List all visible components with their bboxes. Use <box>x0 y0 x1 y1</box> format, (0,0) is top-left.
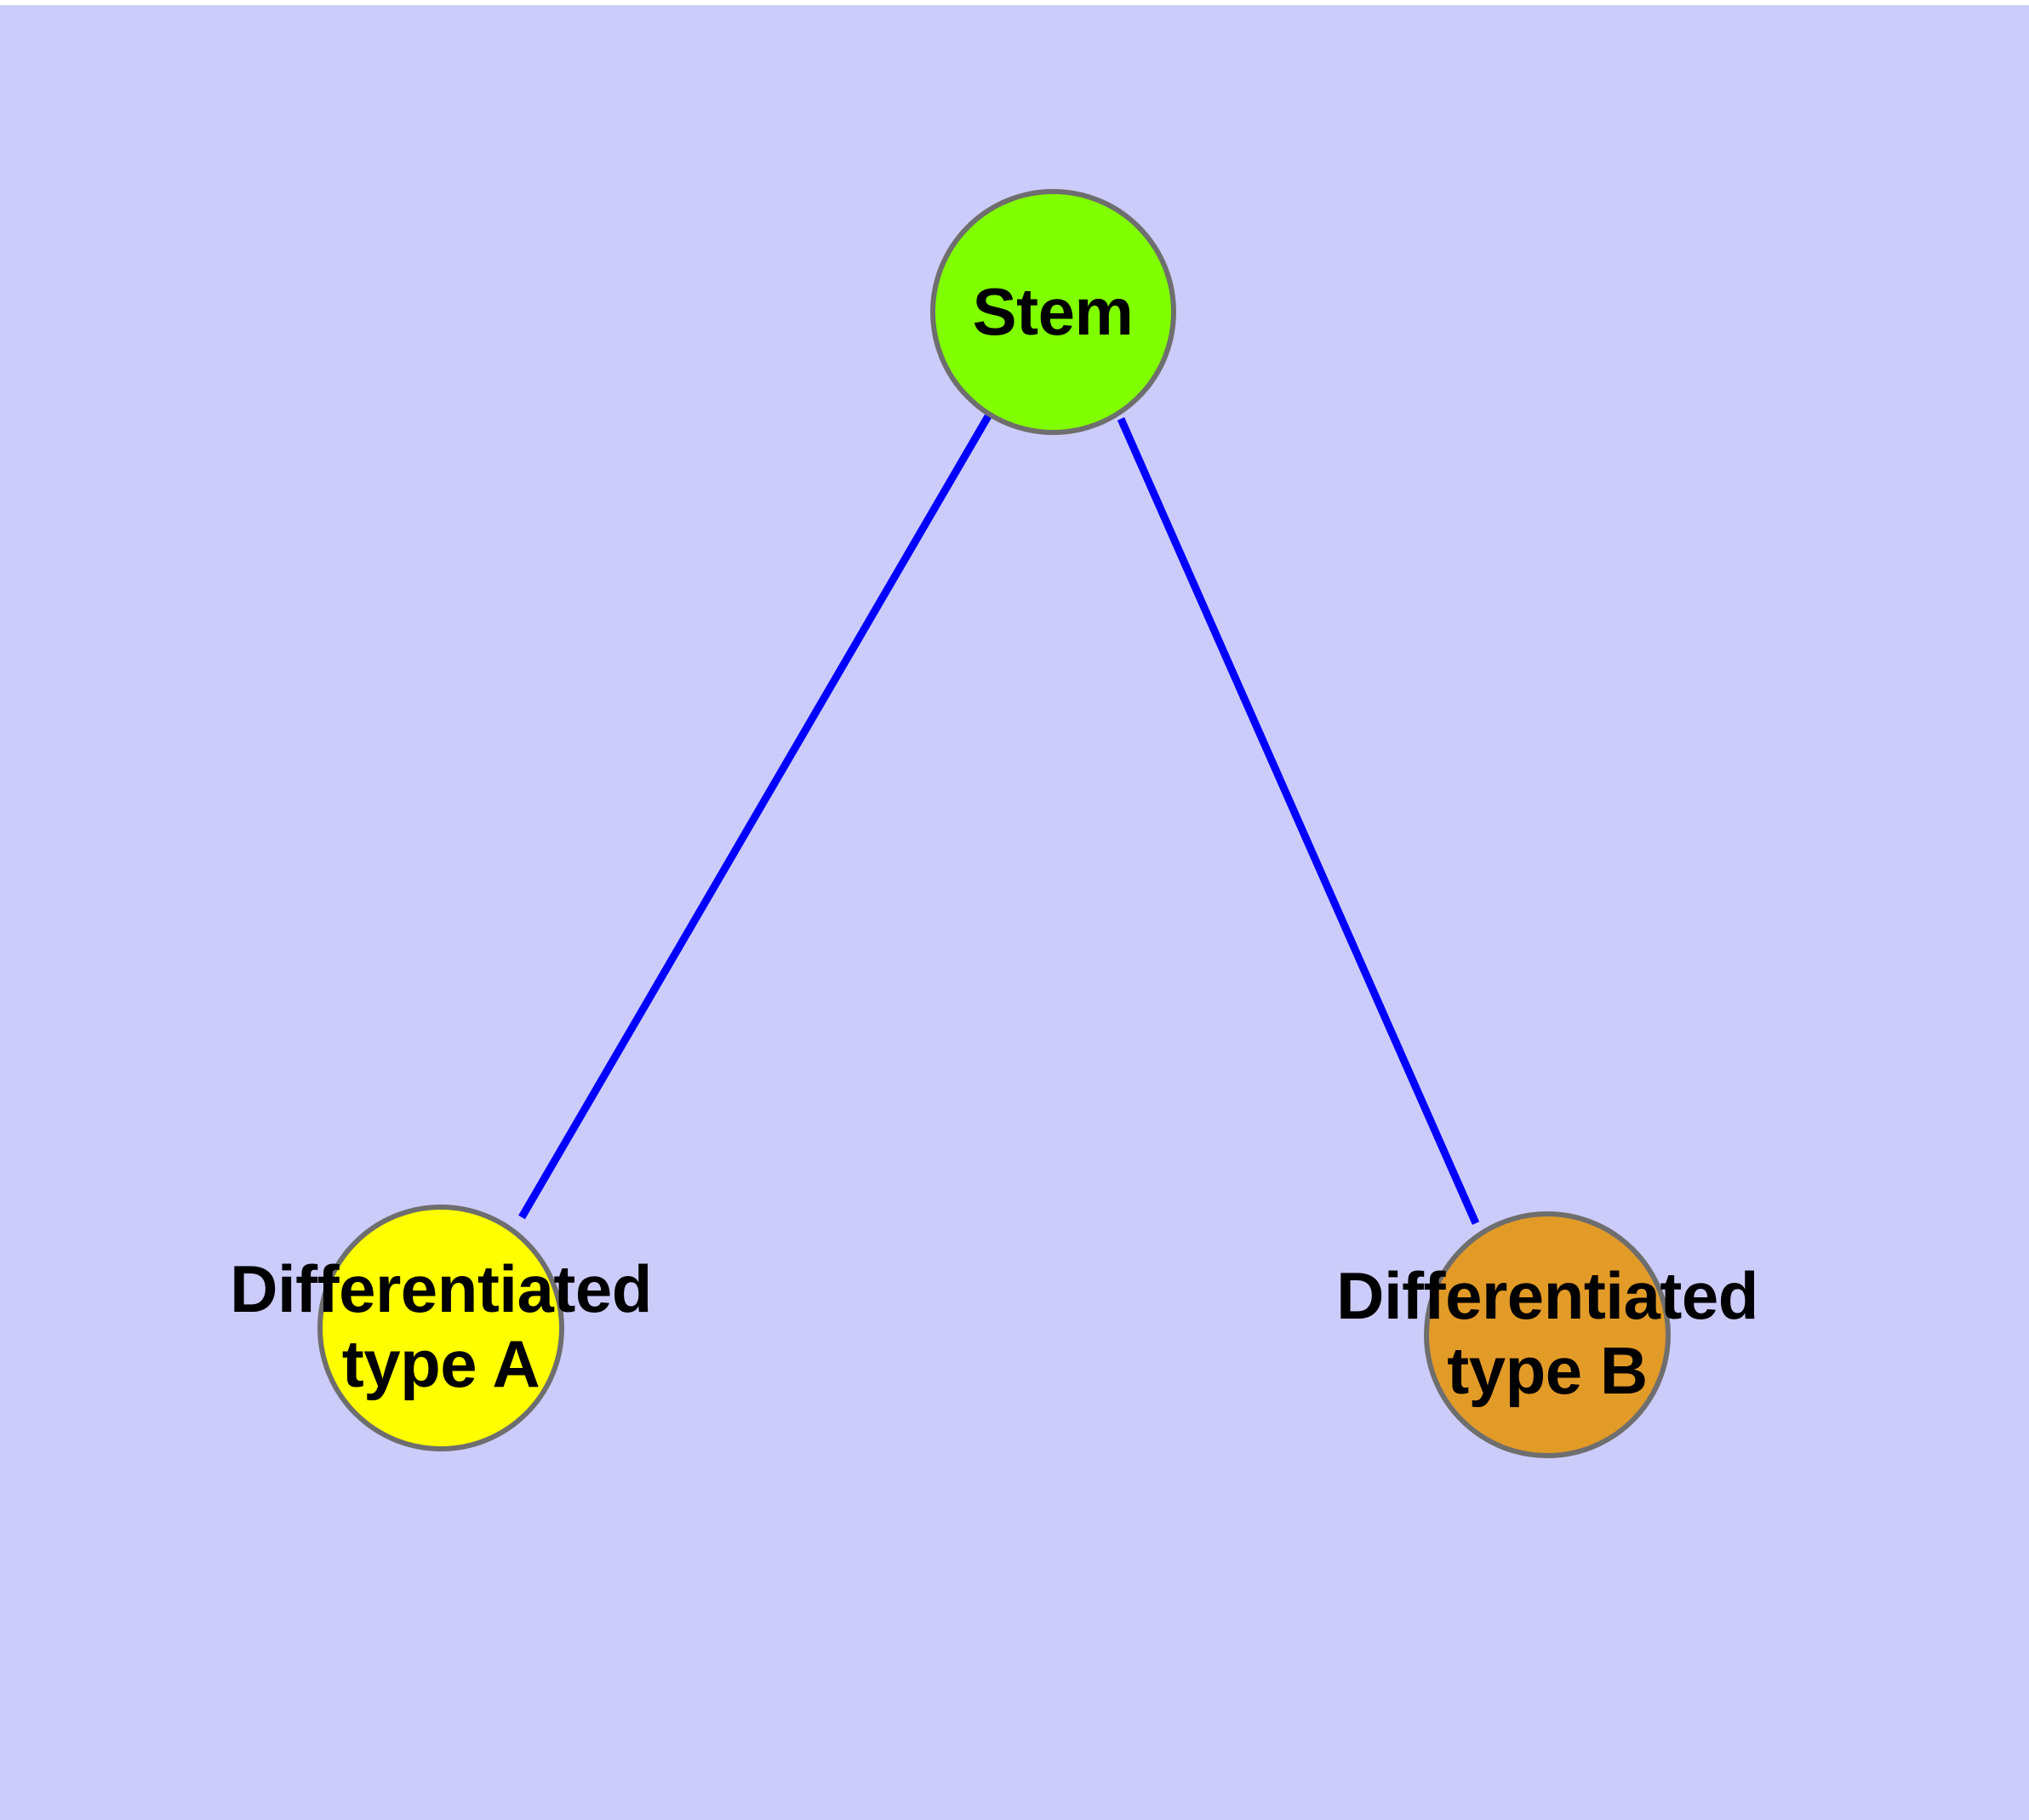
node-stem[interactable] <box>930 189 1176 435</box>
node-differentiated-type-a[interactable] <box>317 1205 564 1451</box>
top-white-strip <box>0 0 2029 5</box>
node-differentiated-type-b[interactable] <box>1424 1211 1671 1458</box>
edge-stem-to-differentiated-type-a <box>518 414 992 1220</box>
edge-stem-to-differentiated-type-b <box>1117 417 1480 1225</box>
